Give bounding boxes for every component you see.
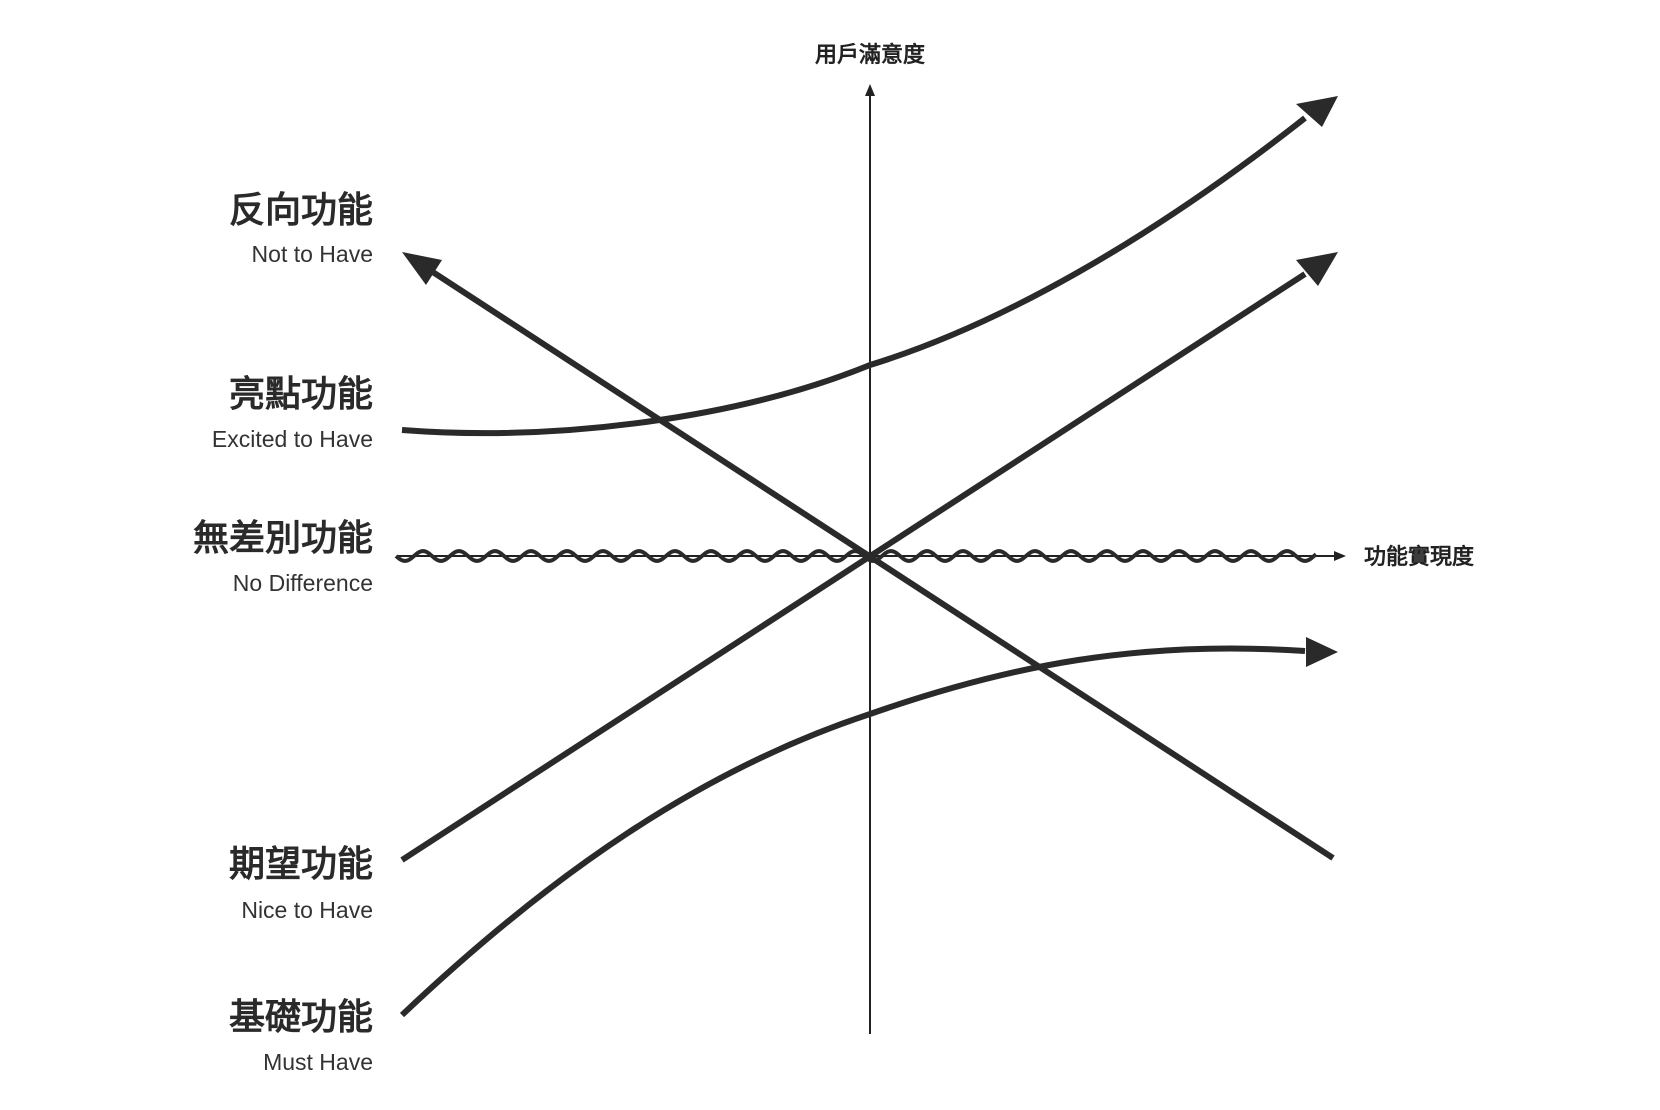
category-cn: 亮點功能 [229, 374, 373, 415]
category-en: Must Have [263, 1049, 373, 1075]
category-en: Nice to Have [241, 897, 373, 923]
category-cn: 基礎功能 [229, 997, 373, 1038]
curve-not-to-have [420, 262, 1335, 861]
x-axis-arrow-icon [1334, 551, 1346, 561]
category-label-must-have: 基礎功能 Must Have [229, 997, 373, 1075]
category-en: Excited to Have [212, 426, 373, 452]
x-axis: 功能實現度 [398, 544, 1475, 570]
category-cn: 反向功能 [229, 190, 373, 231]
y-axis-arrow-icon [865, 84, 875, 96]
curve-excited-to-have [401, 115, 1307, 437]
x-axis-label: 功能實現度 [1364, 544, 1475, 570]
category-label-no-difference: 無差別功能 No Difference [193, 518, 373, 596]
category-label-nice-to-have: 期望功能 Nice to Have [229, 844, 373, 923]
curve-not-to-have-arrowhead-icon [402, 252, 442, 285]
curve-nice-to-have-arrowhead-icon [1296, 252, 1338, 286]
category-cn: 無差別功能 [193, 518, 373, 559]
y-axis-label: 用戶滿意度 [815, 42, 926, 68]
category-en: Not to Have [252, 241, 373, 267]
y-axis: 用戶滿意度 [815, 42, 926, 1034]
category-cn: 期望功能 [229, 844, 373, 885]
curve-must-have [399, 645, 1306, 1018]
curve-nice-to-have [400, 271, 1307, 863]
curve-must-have-arrowhead-icon [1306, 637, 1338, 667]
category-label-excited-to-have: 亮點功能 Excited to Have [212, 374, 373, 452]
curve-excited-to-have-arrowhead-icon [1296, 96, 1338, 127]
category-en: No Difference [233, 570, 373, 596]
category-label-not-to-have: 反向功能 Not to Have [229, 190, 373, 267]
